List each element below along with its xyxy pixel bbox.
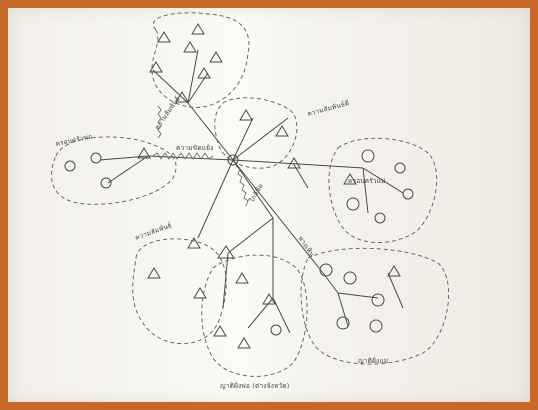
footer-right-label: ญาติฝั่งแม่ — [358, 356, 388, 365]
conflict-edge-top — [157, 105, 162, 139]
bottom-center-group-members — [213, 245, 282, 349]
female-node — [90, 152, 102, 164]
edge-label-bottom-left: ความสัมพันธ์ — [134, 221, 173, 242]
group-bottom-left-boundary — [132, 238, 227, 345]
male-node — [183, 41, 197, 53]
male-node — [235, 272, 249, 284]
bottom-left-group-members — [147, 237, 207, 299]
female-node — [369, 319, 383, 333]
female-node — [374, 212, 386, 224]
female-node — [343, 271, 357, 285]
female-node — [100, 177, 112, 189]
edge-label-left: ความขัดแย้ง — [176, 144, 214, 152]
female-node — [361, 149, 375, 163]
male-node — [217, 245, 235, 259]
conflict-edge-left — [152, 152, 214, 160]
male-node — [387, 265, 401, 277]
male-node — [262, 293, 276, 305]
bottom-right-group-members — [319, 263, 401, 333]
male-node — [191, 23, 205, 35]
group-center-boundary — [214, 97, 298, 169]
female-node — [319, 263, 333, 277]
male-node — [187, 237, 201, 249]
kinship-diagram: ความสัมพันธ์ ครอบครัวพ่อ ความขัดแย้ง ควา… — [51, 12, 450, 390]
male-node — [287, 157, 301, 169]
female-node — [371, 293, 385, 307]
female-node — [402, 188, 414, 200]
male-node — [213, 325, 227, 337]
center-group-members — [239, 109, 301, 169]
male-node — [209, 51, 223, 63]
edge-label-top: ความสัมพันธ์ — [153, 95, 182, 131]
group-label-left: ครอบครัวพ่อ — [55, 132, 93, 148]
male-node — [137, 147, 151, 159]
group-left-boundary — [51, 136, 177, 205]
male-node — [237, 337, 251, 349]
male-node — [193, 287, 207, 299]
group-right-boundary — [328, 137, 438, 243]
female-node — [64, 160, 76, 172]
edge-label-right: ความสัมพันธ์ดี — [306, 99, 350, 118]
group-label-right: ครอบครัวแม่ — [348, 177, 386, 185]
left-group-members — [64, 147, 151, 189]
top-group-members — [149, 23, 223, 103]
relationship-edges — [99, 49, 404, 334]
female-node — [270, 324, 282, 336]
male-node — [343, 173, 357, 185]
male-node — [175, 91, 189, 103]
male-node — [147, 267, 161, 279]
male-node — [149, 61, 163, 73]
male-node — [239, 109, 253, 121]
female-node — [394, 162, 406, 174]
paper-sheet: ความสัมพันธ์ ครอบครัวพ่อ ความขัดแย้ง ควา… — [8, 8, 530, 402]
edge-label-bottom-right: ห่างเหิน — [296, 235, 316, 259]
male-node — [197, 67, 211, 79]
female-node — [346, 197, 360, 211]
footer-left-label: ญาติฝั่งพ่อ (ต่างจังหวัด) — [220, 381, 290, 390]
right-group-members — [343, 149, 414, 224]
female-node — [336, 316, 350, 330]
male-node — [275, 125, 289, 137]
male-node — [157, 31, 171, 43]
group-top-boundary — [151, 12, 250, 108]
group-bottom-right-boundary — [300, 247, 450, 365]
group-bottom-center-boundary — [201, 254, 308, 377]
conflict-edge-down — [235, 165, 249, 207]
